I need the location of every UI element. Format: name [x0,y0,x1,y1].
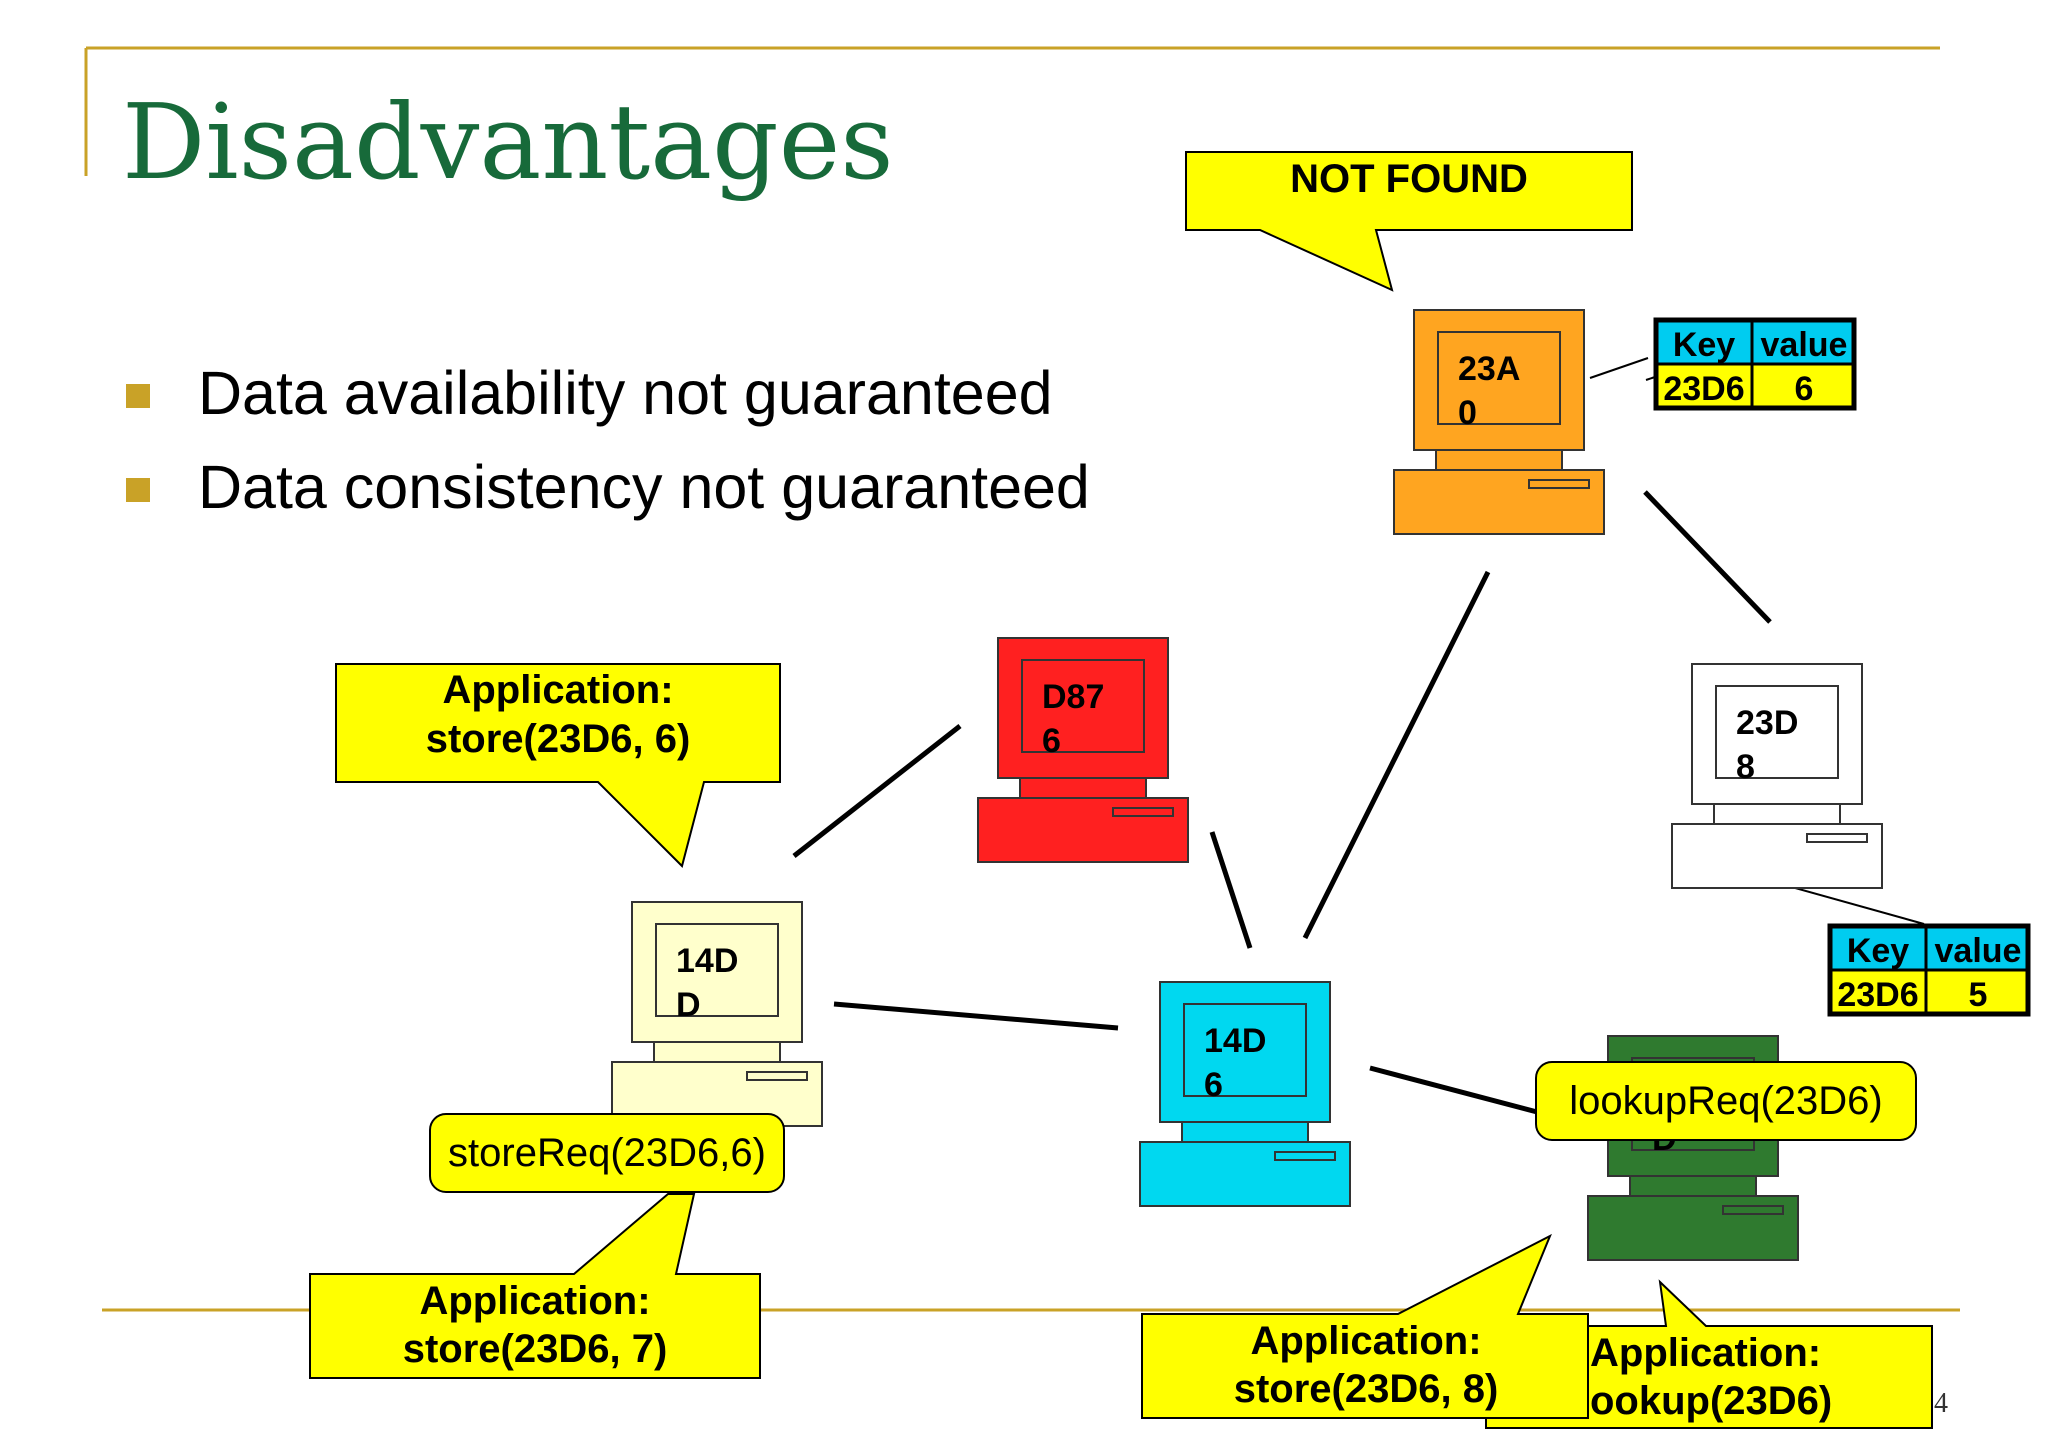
bullet-item: Data availability not guaranteed [198,359,1053,427]
node-14dd[interactable]: 14D D [611,901,823,1127]
table-value-cell: 6 [1795,370,1814,408]
page-number: 4 [1934,1388,1948,1419]
table-connector [1589,357,1649,379]
bullet-item: Data consistency not guaranteed [198,453,1090,521]
table-connector [1787,885,1925,925]
callout-line: ookup(23D6) [1590,1379,1832,1423]
lookup-req-label: lookupReq(23D6) [1569,1079,1883,1123]
table-key-cell: 23D6 [1837,976,1918,1014]
lookup-req-message [1535,1061,1917,1141]
callout-line: Application: [419,1279,650,1323]
node-23a0[interactable]: 23A 0 [1393,309,1605,535]
node-id-line: 0 [1458,394,1477,432]
node-id-line: D [676,986,701,1024]
table-key-header: Key [1847,932,1909,970]
table-value-header: value [1761,326,1848,364]
node-id-line: 8 [1736,748,1755,786]
table-value-cell: 5 [1969,976,1988,1014]
page-title: Disadvantages [122,81,894,203]
node-d876[interactable]: D87 6 [977,637,1189,863]
callout-line: Application: [1250,1319,1481,1363]
kv-table-top: Key value 23D6 6 [1653,317,1857,411]
link-d876-14d6 [1209,831,1253,949]
callout-line: store(23D6, 7) [403,1327,668,1371]
store-req-label: storeReq(23D6,6) [448,1131,766,1175]
kv-table-right: Key value 23D6 5 [1827,923,2031,1017]
link-23a0-14d6 [1302,570,1491,940]
callout-line: store(23D6, 6) [426,717,691,761]
callout-line: Application: [442,668,673,712]
store-8-callout [1141,1233,1589,1419]
store-7-callout [309,1193,761,1379]
link-d876-14dd [792,724,962,858]
node-23d8[interactable]: 23D 8 [1671,663,1883,889]
link-23a0-23d8 [1643,490,1772,624]
node-id-line: 14D [1204,1022,1266,1060]
node-id-line: 23A [1458,350,1520,388]
table-key-cell: 23D6 [1663,370,1744,408]
store-req-message [429,1113,785,1193]
node-id-line: 6 [1204,1066,1223,1104]
table-key-header: Key [1673,326,1735,364]
callout-line: Application: [1590,1331,1821,1375]
node-id-line: D87 [1042,678,1104,716]
bullet-marker [126,478,150,502]
node-id-line: 23D [1736,704,1798,742]
not-found-label: NOT FOUND [1290,157,1528,201]
callout-line: store(23D6, 8) [1234,1367,1499,1411]
node-id-line: 6 [1042,722,1061,760]
store-6-callout [335,663,781,868]
not-found-callout [1185,151,1633,292]
node-id-line: 14D [676,942,738,980]
table-value-header: value [1935,932,2022,970]
link-14d6-green [1369,1065,1561,1121]
link-14dd-14d6 [833,1001,1119,1031]
node-14d6[interactable]: 14D 6 [1139,981,1351,1207]
lookup-callout [1485,1279,1933,1429]
bullet-marker [126,384,150,408]
